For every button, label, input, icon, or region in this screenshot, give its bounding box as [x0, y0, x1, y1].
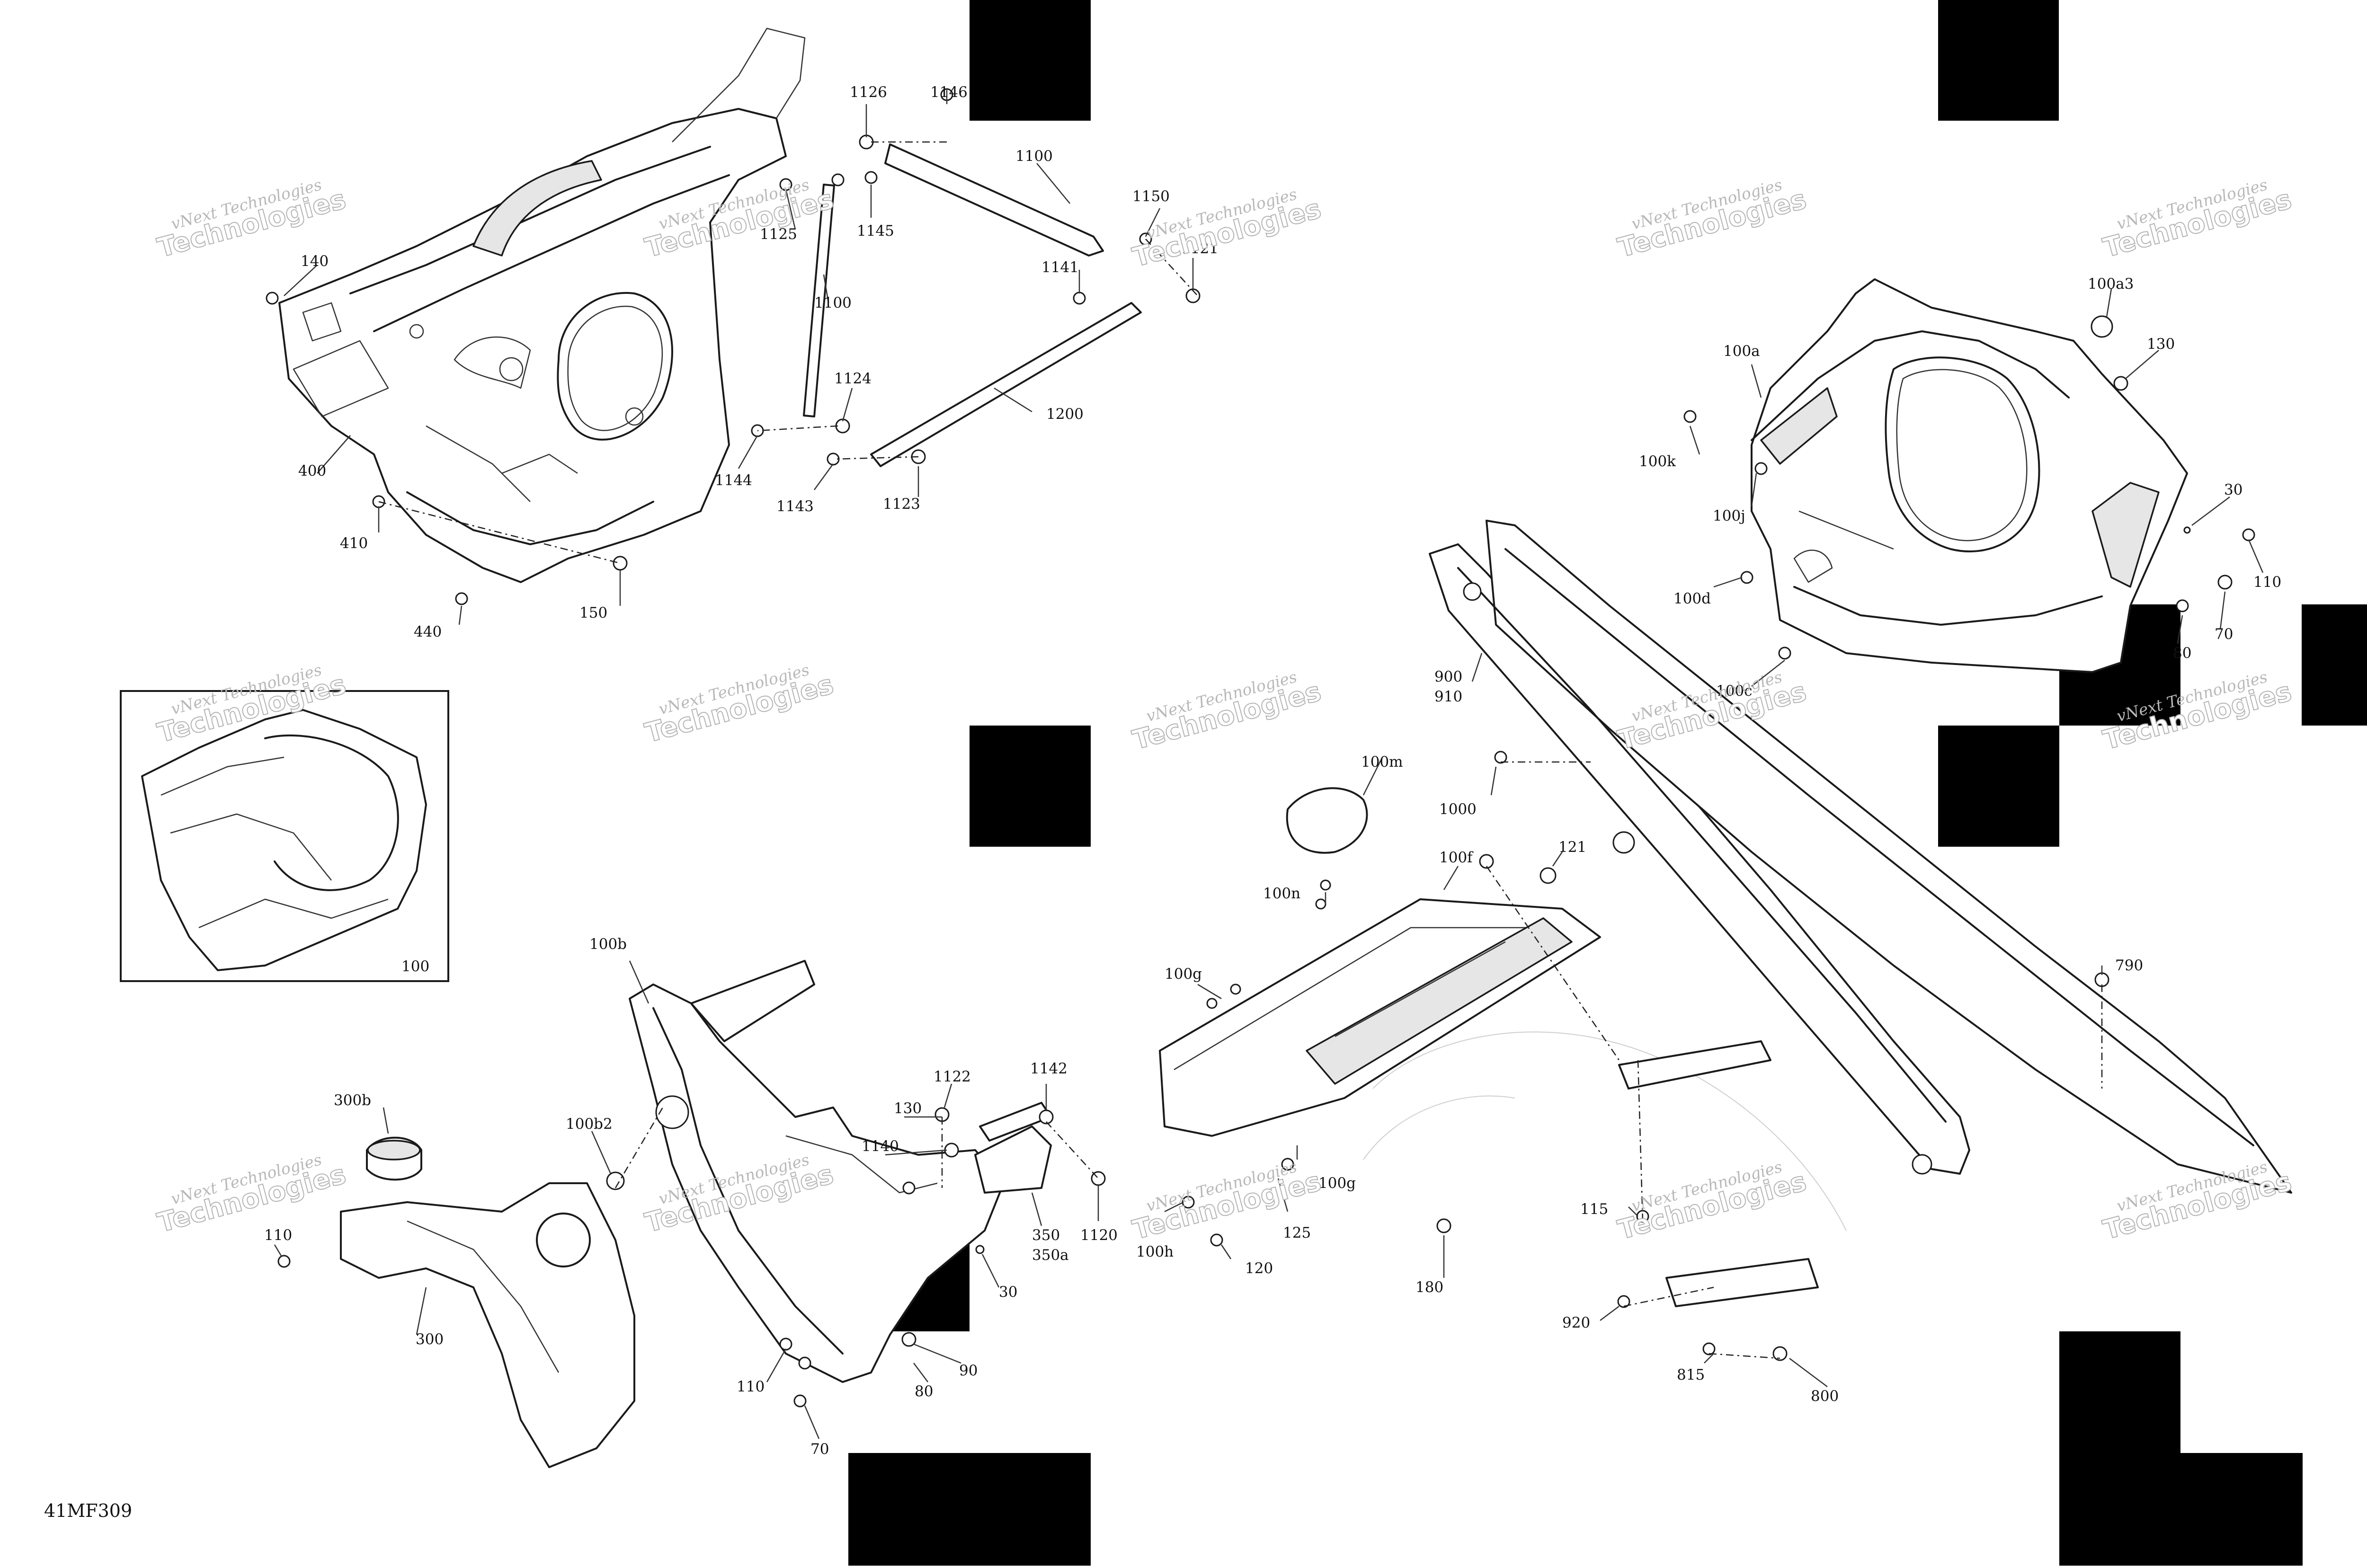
callout-label: 100h: [1136, 1243, 1174, 1260]
callout-label: 1125: [760, 226, 797, 243]
callout-label: 125: [1283, 1224, 1311, 1241]
callout-label: 300b: [334, 1092, 371, 1109]
callout-label: 100c: [1716, 682, 1753, 700]
callout-label: 110: [737, 1378, 765, 1395]
callout-label: 100g: [1165, 966, 1202, 983]
callout-label: 1141: [1041, 259, 1079, 276]
callout-label: 800: [1811, 1388, 1839, 1405]
callout-label: 110: [264, 1227, 292, 1244]
callout-label: 80: [915, 1383, 933, 1400]
watermark: vNext Technologies Technologies: [1614, 175, 1810, 264]
callout-label: 90: [959, 1362, 978, 1379]
callout-label: 900: [1434, 668, 1462, 685]
registration-mark: [848, 1453, 1091, 1566]
callout-label: 100k: [1639, 453, 1676, 470]
callout-label: 100a: [1723, 343, 1760, 360]
callout-label: 1143: [776, 498, 814, 515]
callout-label: 100j: [1713, 507, 1745, 524]
callout-label: 1200: [1046, 406, 1084, 423]
callout-label: 400: [298, 462, 326, 479]
callout-label: 30: [999, 1284, 1017, 1301]
registration-mark: [2059, 1331, 2180, 1566]
callout-label: 180: [1415, 1279, 1443, 1296]
callout-label: 350: [1032, 1227, 1060, 1244]
inset-label: 100: [401, 958, 429, 975]
side-rail-assembly: [1159, 520, 2292, 1361]
callout-label: 1122: [934, 1068, 971, 1085]
callout-label: 1124: [834, 370, 872, 387]
rear-mount-assembly: [277, 960, 1106, 1468]
callout-label: 100g: [1318, 1175, 1356, 1192]
tie-rods: [266, 88, 1201, 605]
registration-mark: [2302, 604, 2367, 726]
callout-label: 1150: [1132, 188, 1170, 205]
drawing-code: 41MF309: [44, 1500, 132, 1521]
registration-mark: [1938, 726, 2059, 847]
callout-label: 1000: [1439, 801, 1477, 818]
callout-label: 130: [894, 1100, 922, 1117]
leader-lines: [274, 90, 2264, 1439]
callout-label: 80: [2173, 645, 2191, 662]
callout-label: 121: [1558, 839, 1586, 856]
callout-label: 920: [1562, 1314, 1590, 1331]
callout-label: 70: [810, 1441, 829, 1458]
callout-label: 815: [1677, 1366, 1705, 1383]
callout-label: 350a: [1032, 1247, 1069, 1264]
callout-label: 410: [340, 535, 368, 552]
callout-label: 1121: [1181, 240, 1219, 257]
callout-label: 100a3: [2088, 275, 2134, 292]
callout-label: 100n: [1263, 885, 1300, 902]
watermark: vNext Technologies Technologies: [154, 1150, 349, 1239]
callout-label: 110: [2253, 574, 2281, 591]
watermark: vNext Technologies Technologies: [641, 660, 837, 749]
watermark: vNext Technologies Technologies: [1129, 667, 1325, 756]
callout-label: 100m: [1361, 753, 1403, 771]
callout-label: 1100: [814, 294, 852, 311]
watermark: vNext Technologies Technologies: [2100, 175, 2295, 264]
callout-label: 1142: [1030, 1060, 1068, 1077]
callout-label: 100b: [589, 936, 627, 953]
registration-mark: [970, 726, 1091, 847]
registration-mark: [970, 0, 1091, 121]
watermark: vNext Technologies Technologies: [154, 175, 349, 264]
callout-label: 150: [579, 604, 607, 621]
callout-label: 910: [1434, 688, 1462, 705]
callout-labels: 1126 1146 1100 1150 1121 1145 1125 1100 …: [264, 84, 2281, 1458]
callout-label: 70: [2215, 626, 2233, 643]
callout-label: 1144: [715, 472, 752, 489]
callout-label: 1146: [930, 84, 968, 101]
callout-label: 1120: [1080, 1227, 1118, 1244]
front-subframe-assembly: [278, 27, 806, 583]
callout-label: 790: [2115, 957, 2143, 974]
callout-label: 100f: [1439, 849, 1474, 866]
callout-label: 100b2: [566, 1116, 613, 1133]
registration-mark: [1938, 0, 2059, 121]
callout-label: 1123: [883, 496, 920, 513]
registration-marks: [848, 0, 2367, 1566]
registration-mark: [2180, 1453, 2303, 1566]
callout-label: 1145: [857, 222, 894, 239]
callout-label: 1140: [862, 1138, 899, 1155]
callout-label: 130: [2147, 336, 2175, 353]
callout-label: 1100: [1015, 148, 1053, 165]
callout-label: 115: [1580, 1201, 1608, 1218]
callout-label: 100d: [1673, 590, 1711, 607]
inset-frame-overview: 100: [120, 690, 449, 982]
callout-label: 440: [414, 623, 442, 640]
callout-label: 30: [2224, 481, 2242, 498]
callout-label: 140: [301, 253, 329, 270]
callout-label: 120: [1245, 1260, 1273, 1277]
callout-label: 1126: [850, 84, 887, 101]
rear-subframe-assembly: [1683, 278, 2255, 673]
callout-label: 300: [416, 1331, 444, 1348]
